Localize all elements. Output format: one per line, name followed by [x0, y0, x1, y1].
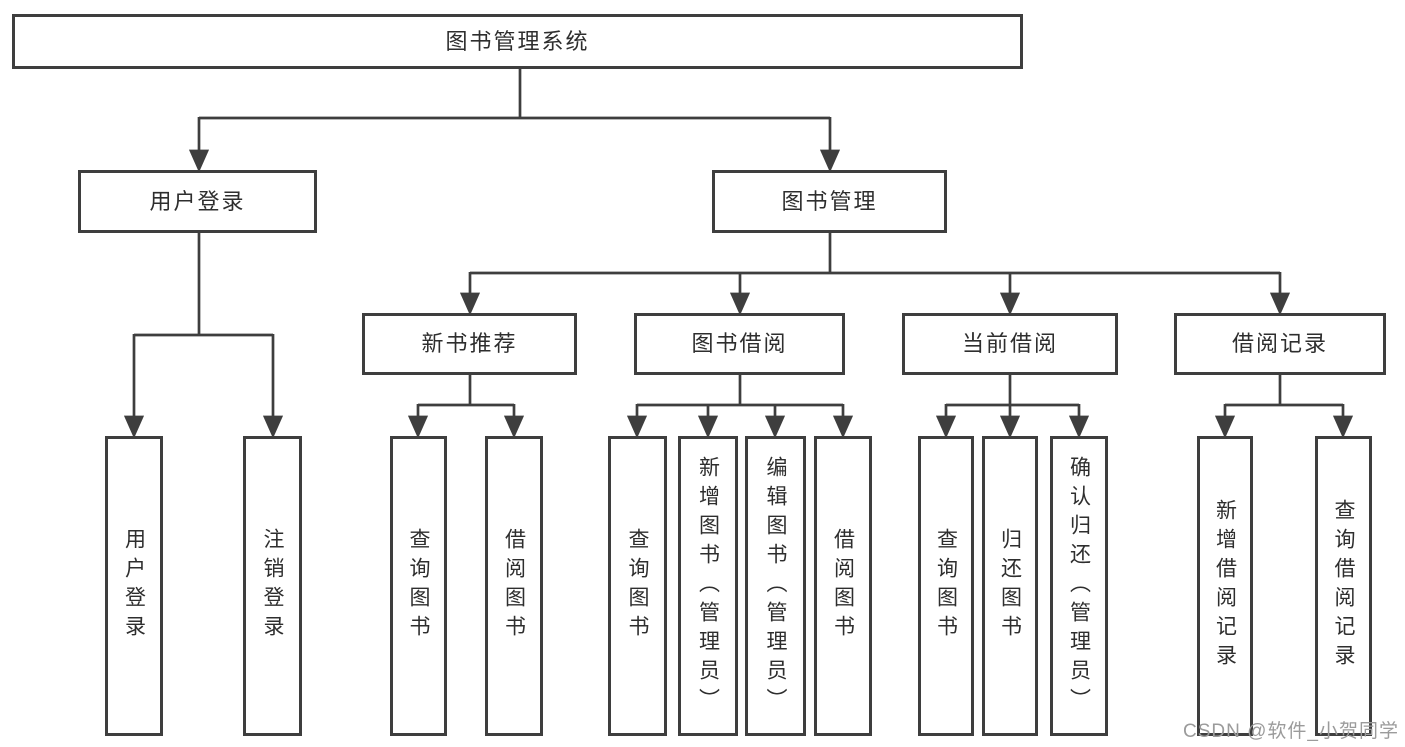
node-label: 用户登录: [122, 528, 146, 644]
arrowhead: [832, 415, 854, 439]
node-label: 查询图书: [407, 528, 430, 644]
leaf-edit-books-admin: 编辑图书（管理员）: [745, 436, 806, 736]
leaf-borrow-books-borrowing: 借阅图书: [814, 436, 872, 736]
node-label: 借阅图书: [831, 528, 855, 644]
leaf-query-books-borrowing: 查询图书: [608, 436, 667, 736]
node-library-system: 图书管理系统: [12, 14, 1023, 69]
node-label: 图书借阅: [691, 331, 788, 356]
leaf-query-books-recommend: 查询图书: [390, 436, 447, 736]
node-label: 查询借阅记录: [1332, 499, 1355, 673]
arrowhead: [999, 292, 1021, 316]
arrowhead: [407, 415, 429, 439]
node-book-management: 图书管理: [712, 170, 947, 233]
arrowhead: [819, 149, 841, 173]
node-label: 查询图书: [626, 528, 649, 644]
node-new-book-recommendation: 新书推荐: [362, 313, 577, 375]
node-label: 图书管理系统: [445, 28, 590, 54]
arrowhead: [999, 415, 1021, 439]
node-book-borrowing: 图书借阅: [634, 313, 845, 375]
arrowhead: [626, 415, 648, 439]
arrowhead: [764, 415, 786, 439]
node-label: 注销登录: [261, 528, 284, 644]
node-label: 借阅图书: [502, 528, 526, 644]
node-label: 新增借阅记录: [1213, 499, 1237, 673]
arrowhead: [1214, 415, 1236, 439]
arrowhead: [935, 415, 957, 439]
arrowhead: [1332, 415, 1354, 439]
node-label: 编辑图书（管理员）: [764, 455, 787, 717]
arrowhead: [123, 415, 145, 439]
node-label: 新书推荐: [421, 331, 518, 356]
node-borrowing-records: 借阅记录: [1174, 313, 1386, 375]
node-label: 借阅记录: [1231, 331, 1328, 356]
node-current-borrowing: 当前借阅: [902, 313, 1118, 375]
node-label: 当前借阅: [961, 331, 1058, 356]
leaf-return-books: 归还图书: [982, 436, 1038, 736]
arrowhead: [1068, 415, 1090, 439]
arrowhead: [459, 292, 481, 316]
node-label: 用户登录: [149, 188, 246, 214]
arrowhead: [697, 415, 719, 439]
arrowhead: [503, 415, 525, 439]
leaf-query-books-current: 查询图书: [918, 436, 974, 736]
node-label: 新增图书（管理员）: [696, 455, 720, 717]
leaf-add-borrow-record: 新增借阅记录: [1197, 436, 1253, 736]
arrowhead: [1269, 292, 1291, 316]
arrowhead: [729, 292, 751, 316]
leaf-logout-login: 注销登录: [243, 436, 302, 736]
node-user-login: 用户登录: [78, 170, 317, 233]
arrowhead: [188, 149, 210, 173]
leaf-confirm-return-admin: 确认归还（管理员）: [1050, 436, 1108, 736]
leaf-query-borrow-record: 查询借阅记录: [1315, 436, 1372, 736]
leaf-add-books-admin: 新增图书（管理员）: [678, 436, 738, 736]
csdn-watermark: CSDN @软件_小贺同学: [1183, 721, 1399, 742]
node-label: 归还图书: [998, 528, 1022, 644]
leaf-borrow-books-recommend: 借阅图书: [485, 436, 543, 736]
node-label: 确认归还（管理员）: [1067, 455, 1091, 717]
node-label: 查询图书: [934, 528, 958, 644]
leaf-user-login: 用户登录: [105, 436, 163, 736]
node-label: 图书管理: [781, 188, 878, 214]
arrowhead: [262, 415, 284, 439]
